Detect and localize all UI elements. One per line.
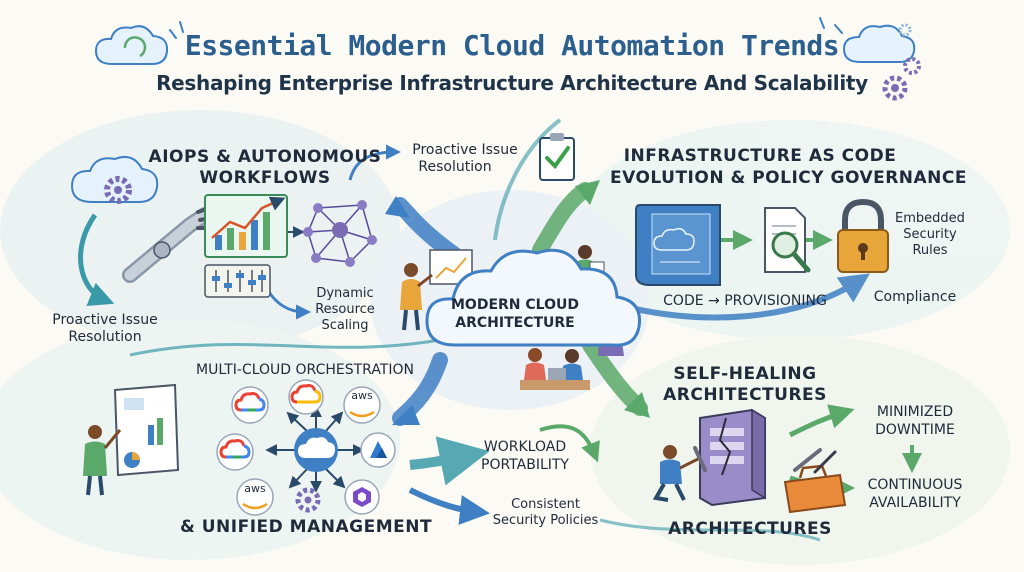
selfheal-continuous-line2: AVAILABILITY — [869, 495, 961, 511]
hexagon-service-icon — [344, 479, 380, 515]
multicloud-consistent-line2: Security Policies — [492, 513, 599, 528]
gear-icon — [903, 57, 921, 75]
multicloud-hub — [265, 405, 365, 493]
chart-icon — [204, 194, 288, 258]
page-title: Essential Modern Cloud Automation Trends — [184, 29, 840, 62]
iac-compliance: Compliance — [873, 289, 957, 305]
central-cloud — [425, 248, 642, 347]
selfheal-minimized-line1: MINIMIZED — [876, 404, 954, 420]
blueprint-icon — [635, 204, 721, 286]
aws-label-top: aws — [351, 389, 373, 402]
gear-icon — [882, 75, 908, 101]
person-icon — [520, 348, 590, 390]
google-cloud-icon — [288, 379, 324, 415]
magnifier-icon — [771, 231, 811, 273]
person-icon — [652, 445, 707, 502]
aiops-dynamic-line3: Scaling — [321, 318, 369, 333]
multicloud-heading-top: MULTI-CLOUD ORCHESTRATION — [196, 362, 414, 378]
sliders-icon — [204, 264, 271, 298]
azure-icon — [360, 432, 396, 468]
aiops-heading-line1: AIOPS & AUTONOMOUS — [148, 147, 382, 167]
iac-embedded-line3: Rules — [912, 243, 948, 258]
person-icon — [83, 425, 122, 496]
toolbox-icon — [783, 448, 847, 514]
cloud-icon — [70, 156, 159, 203]
cloud-icon — [842, 24, 916, 63]
iac-heading-line2: EVOLUTION & POLICY GOVERNANCE — [610, 168, 967, 188]
multicloud-heading-bottom: & UNIFIED MANAGEMENT — [180, 517, 433, 537]
multicloud-portability-line1: WORKLOAD — [483, 439, 567, 455]
iac-embedded-line1: Embedded — [895, 211, 965, 226]
network-icon — [303, 200, 377, 267]
clipboard-check-icon — [539, 133, 575, 181]
iac-code-provisioning: CODE → PROVISIONING — [663, 293, 827, 309]
selfheal-heading-line1: SELF-HEALING — [673, 364, 817, 384]
aiops-dynamic-line1: Dynamic — [316, 286, 374, 301]
selfheal-continuous-line1: CONTINUOUS — [867, 477, 963, 493]
google-cloud-icon — [231, 386, 269, 424]
aiops-dynamic-line2: Resource — [315, 302, 375, 317]
multicloud-consistent-line1: Consistent — [511, 497, 580, 512]
dashboard-board-icon — [113, 383, 180, 477]
center-label-line2: ARCHITECTURE — [455, 315, 575, 331]
aiops-heading-line2: WORKFLOWS — [199, 168, 331, 188]
gear-icon — [295, 487, 321, 513]
cloud-icon — [94, 25, 169, 65]
aws-smile-mark — [349, 410, 375, 418]
aws-smile-mark — [242, 502, 268, 510]
selfheal-heading-bottom: ARCHITECTURES — [668, 519, 832, 539]
flow-arrows — [78, 118, 922, 542]
lock-icon — [837, 198, 889, 273]
selfheal-minimized-line2: DOWNTIME — [875, 422, 955, 438]
selfheal-heading-line2: ARCHITECTURES — [663, 385, 827, 405]
aiops-proactive-top-line1: Proactive Issue — [412, 142, 518, 158]
multicloud-portability-line2: PORTABILITY — [481, 457, 569, 473]
center-label-line1: MODERN CLOUD — [451, 297, 579, 313]
google-cloud-icon — [216, 433, 254, 471]
aiops-proactive-left-line2: Resolution — [68, 329, 142, 345]
aiops-proactive-top-line2: Resolution — [418, 159, 492, 175]
aiops-proactive-left-line1: Proactive Issue — [52, 312, 158, 328]
sparkle-marks — [169, 17, 843, 39]
page-subtitle: Reshaping Enterprise Infrastructure Arch… — [156, 71, 868, 95]
iac-embedded-line2: Security — [903, 227, 957, 242]
iac-heading-line1: INFRASTRUCTURE AS CODE — [623, 146, 897, 166]
gear-icon — [104, 176, 132, 204]
gear-icon — [898, 23, 912, 37]
aws-label-bottom: aws — [244, 482, 266, 495]
server-icon — [699, 408, 766, 507]
